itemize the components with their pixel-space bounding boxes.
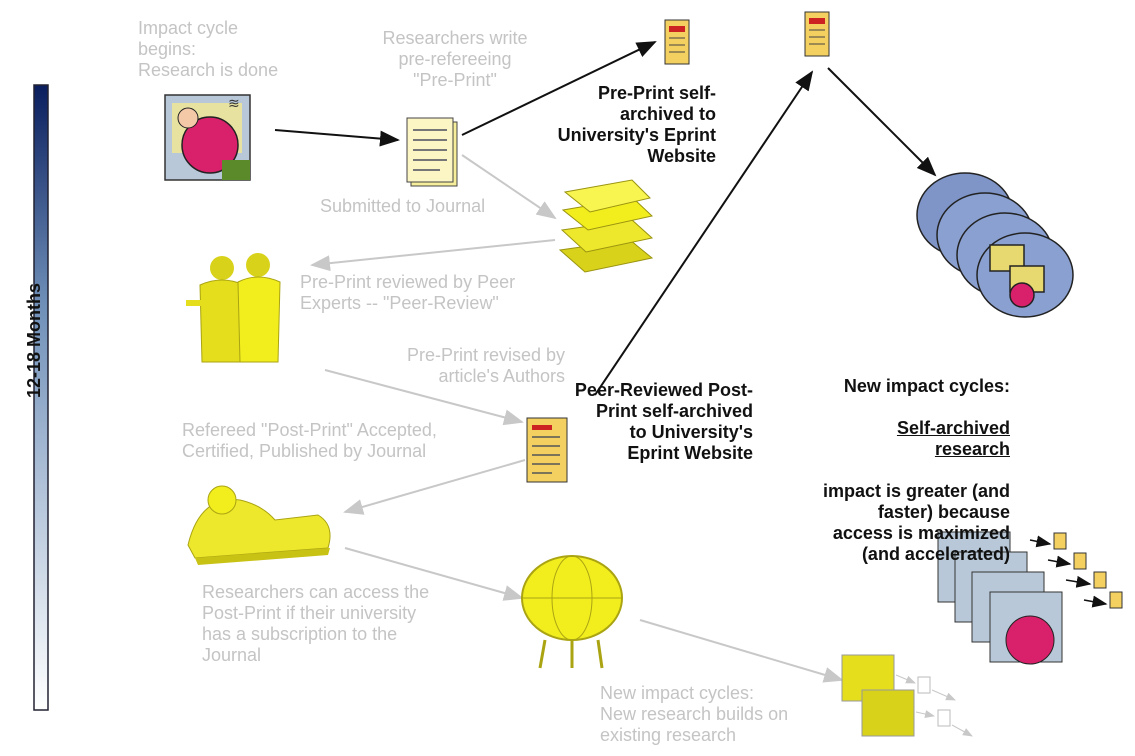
arrow-preprint-to-journal (461, 154, 557, 220)
step-access: Researchers can access the Post-Print if… (202, 582, 430, 665)
step-accepted: Refereed "Post-Print" Accepted, Certifie… (182, 420, 437, 461)
step-revised: Pre-Print revised by article's Authors (406, 345, 565, 386)
timeline-label: 12-18 Months (24, 282, 45, 398)
arrow-archive-to-cycles (827, 67, 937, 177)
black-arrows (274, 41, 937, 396)
researcher-icon: ≋ (164, 94, 251, 181)
arrow-review-to-revised (324, 369, 524, 426)
step-research-done: Impact cycle begins: Research is done (138, 18, 279, 80)
svg-text:≋: ≋ (228, 95, 240, 111)
arrow-journal-to-review (310, 239, 556, 272)
new-impact-rest: impact is greater (and faster) because a… (822, 481, 1010, 564)
peer-reviewers-icon (186, 253, 281, 363)
arrow-postprint-to-archive (594, 70, 814, 396)
globe-access-icon (521, 555, 623, 669)
stacked-researchers-icon (937, 531, 1123, 665)
new-research-grey-icons (841, 654, 973, 737)
arrow-access-to-new-research (639, 619, 844, 683)
journal-stack-icon (558, 179, 654, 273)
research-word: research (934, 439, 1010, 459)
new-impact-cycles-text: New impact cycles: Self-archived researc… (770, 355, 1010, 565)
arrow-published-to-access (344, 547, 524, 601)
self-archived-word: Self-archived (896, 418, 1010, 438)
step-new-cycles: New impact cycles: New research builds o… (600, 683, 789, 745)
new-impact-line1: New impact cycles: (843, 376, 1010, 396)
step-preprint-written: Researchers write pre-refereeing "Pre-Pr… (382, 28, 528, 90)
postprint-self-archived-label: Peer-Reviewed Post- Print self-archived … (574, 380, 753, 463)
eprint-document-icon-1 (664, 19, 690, 65)
grey-arrows (310, 154, 844, 683)
published-journal-icon (187, 485, 331, 565)
arrow-revised-to-published (343, 459, 526, 515)
postprint-document-icon (526, 417, 568, 483)
step-peer-review: Pre-Print reviewed by Peer Experts -- "P… (300, 272, 516, 313)
preprint-document-icon (406, 117, 458, 187)
eprint-document-icon-2 (804, 11, 830, 57)
stacked-globes-icon (916, 172, 1074, 318)
preprint-self-archived-label: Pre-Print self- archived to University's… (557, 83, 716, 166)
timeline-bar (33, 84, 49, 711)
arrow-preprint-to-archive (461, 41, 657, 136)
arrow-research-to-preprint (274, 129, 400, 147)
step-submitted: Submitted to Journal (320, 196, 486, 216)
